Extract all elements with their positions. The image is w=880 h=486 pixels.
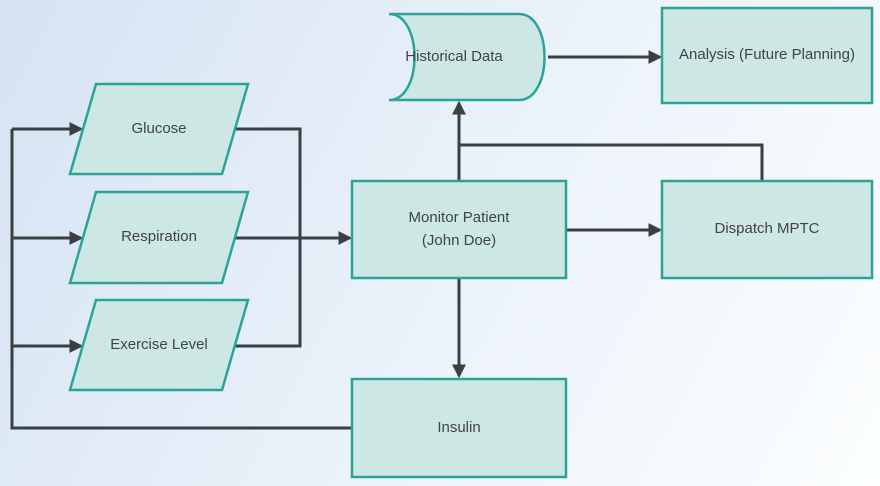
node-layer — [68, 6, 874, 479]
glucose-shape — [68, 82, 250, 176]
historical-data-shape — [388, 12, 546, 102]
analysis-shape — [660, 6, 874, 105]
dispatch-mptc-shape — [660, 179, 874, 280]
edge-layer — [10, 50, 764, 430]
monitor-patient-shape — [350, 179, 568, 280]
insulin-shape — [350, 377, 568, 479]
edge-insulin-feedback — [10, 129, 352, 430]
exercise-level-shape — [68, 298, 250, 392]
edge-dispatch-to-historical — [459, 143, 764, 181]
respiration-shape — [68, 190, 250, 285]
